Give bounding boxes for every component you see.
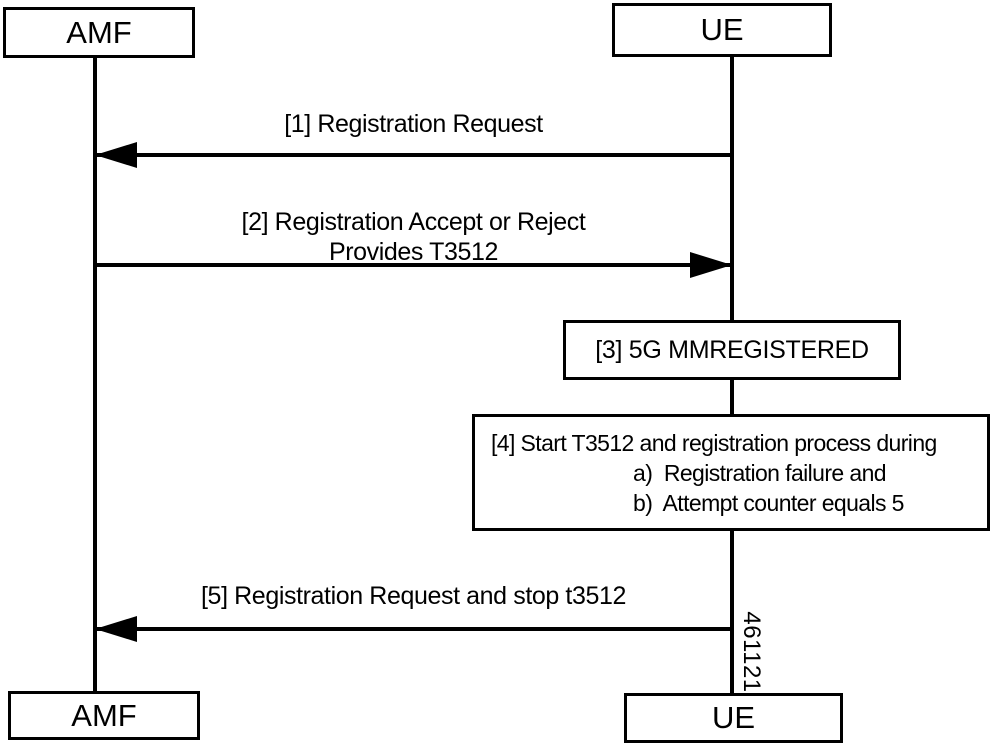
actor-label-amf-bottom: AMF bbox=[71, 697, 137, 733]
actor-box-amf-top: AMF bbox=[3, 7, 195, 58]
state-4-item-a: a) Registration failure and bbox=[633, 460, 887, 486]
actor-box-ue-top: UE bbox=[612, 3, 832, 57]
message-1-label: [1] Registration Request bbox=[284, 110, 543, 138]
state-4-item-b: b) Attempt counter equals 5 bbox=[633, 490, 904, 516]
state-box-4: [4] Start T3512 and registration process… bbox=[472, 414, 990, 531]
message-5-arrowhead-left-icon bbox=[95, 616, 137, 642]
actor-box-ue-bottom: UE bbox=[624, 693, 843, 743]
message-2-label-line1: [2] Registration Accept or Reject bbox=[241, 208, 586, 236]
state-4-line1: [4] Start T3512 and registration process… bbox=[491, 430, 937, 456]
message-2-label-line2: Provides T3512 bbox=[328, 238, 499, 266]
message-2-arrowhead-right-icon bbox=[690, 252, 732, 278]
message-1-arrowhead-left-icon bbox=[95, 142, 137, 168]
actor-box-amf-bottom: AMF bbox=[8, 691, 200, 740]
state-box-3: [3] 5G MMREGISTERED bbox=[563, 320, 901, 380]
message-2-line bbox=[95, 263, 732, 267]
actor-label-ue-bottom: UE bbox=[711, 700, 756, 735]
lifeline-amf bbox=[93, 57, 97, 691]
actor-label-amf-top: AMF bbox=[66, 14, 132, 50]
watermark-vertical-text: 461121 bbox=[738, 611, 765, 693]
message-5-line bbox=[95, 627, 732, 631]
state-3-label: [3] 5G MMREGISTERED bbox=[595, 335, 869, 364]
message-1-line bbox=[95, 153, 732, 157]
actor-label-ue-top: UE bbox=[700, 12, 744, 47]
message-5-label: [5] Registration Request and stop t3512 bbox=[201, 582, 626, 610]
